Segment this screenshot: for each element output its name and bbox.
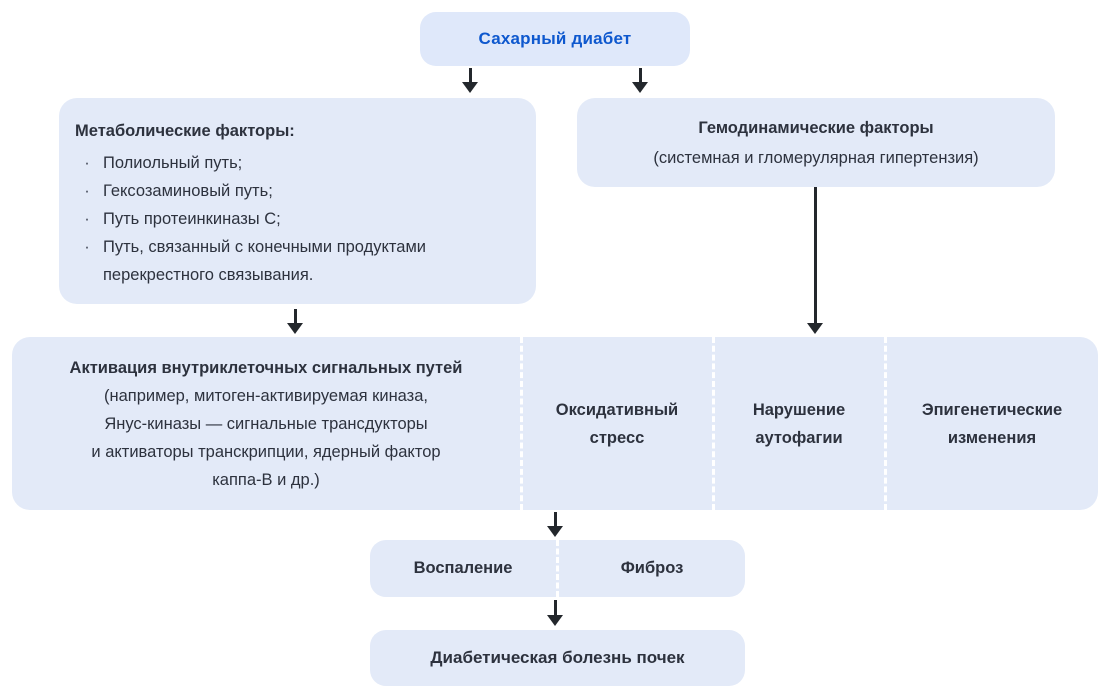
metabolic-title: Метаболические факторы: xyxy=(75,122,295,140)
section-epigenetic-changes: Эпигенетические изменения xyxy=(886,337,1098,510)
dashed-divider xyxy=(712,337,715,510)
signaling-desc-line: Янус-киназы — сигнальные трансдукторы xyxy=(104,414,428,433)
node-outcomes: Воспаление Фиброз xyxy=(370,540,745,597)
arrow-head-icon xyxy=(287,323,303,334)
signaling-desc-line: каппа-B и др.) xyxy=(212,470,320,489)
list-item-text: Путь протеинкиназы С; xyxy=(103,210,281,228)
bullet-icon: · xyxy=(84,210,90,228)
list-item: · Полиольный путь; xyxy=(83,149,518,177)
node-diabetes-label: Сахарный диабет xyxy=(478,29,632,48)
arrow-stem xyxy=(813,187,817,323)
arrow-stem xyxy=(468,68,472,82)
arrow-stem xyxy=(638,68,642,82)
bullet-icon: · xyxy=(84,182,90,200)
signaling-desc-line: (например, митоген-активируемая киназа, xyxy=(104,386,428,405)
arrow-outcomes-to-final xyxy=(547,600,563,626)
inflammation-label: Воспаление xyxy=(413,559,513,577)
list-item: · Путь протеинкиназы С; xyxy=(83,205,518,233)
section-oxidative-stress: Оксидативный стресс xyxy=(522,337,712,510)
arrow-head-icon xyxy=(807,323,823,334)
hemodynamic-subtitle: (системная и гломерулярная гипертензия) xyxy=(653,148,979,167)
arrow-stem xyxy=(293,309,297,323)
final-label: Диабетическая болезнь почек xyxy=(430,648,685,667)
list-item-text: Путь, связанный с конечными продуктами п… xyxy=(103,238,427,284)
arrow-head-icon xyxy=(462,82,478,93)
list-item: · Путь, связанный с конечными продуктами… xyxy=(83,233,518,289)
node-metabolic-factors: Метаболические факторы: · Полиольный пут… xyxy=(59,98,536,304)
arrow-diabetes-to-hemodynamic xyxy=(632,68,648,93)
epigenetic-label: Эпигенетические изменения xyxy=(921,400,1063,447)
arrow-hemodynamic-to-band xyxy=(807,187,823,334)
arrow-head-icon xyxy=(547,526,563,537)
dashed-divider xyxy=(520,337,523,510)
metabolic-list: · Полиольный путь; · Гексозаминовый путь… xyxy=(83,149,518,289)
bullet-icon: · xyxy=(84,154,90,172)
band-mechanisms: Активация внутриклеточных сигнальных пут… xyxy=(12,337,1098,510)
list-item-text: Полиольный путь; xyxy=(103,154,243,172)
signaling-title: Активация внутриклеточных сигнальных пут… xyxy=(69,358,463,377)
autophagy-label: Нарушение аутофагии xyxy=(752,400,846,447)
arrow-band-to-outcomes xyxy=(547,512,563,537)
list-item: · Гексозаминовый путь; xyxy=(83,177,518,205)
section-signaling-activation: Активация внутриклеточных сигнальных пут… xyxy=(12,337,520,510)
arrow-metabolic-to-band xyxy=(287,309,303,334)
arrow-diabetes-to-metabolic xyxy=(462,68,478,93)
node-diabetes: Сахарный диабет xyxy=(420,12,690,66)
dashed-divider xyxy=(884,337,887,510)
node-hemodynamic-factors: Гемодинамические факторы (системная и гл… xyxy=(577,98,1055,187)
arrow-head-icon xyxy=(632,82,648,93)
bullet-icon: · xyxy=(84,238,90,256)
node-diabetic-kidney-disease: Диабетическая болезнь почек xyxy=(370,630,745,686)
section-autophagy: Нарушение аутофагии xyxy=(714,337,884,510)
arrow-stem xyxy=(553,600,557,615)
hemodynamic-title: Гемодинамические факторы xyxy=(698,118,934,137)
fibrosis-label: Фиброз xyxy=(620,559,684,577)
dashed-divider xyxy=(556,540,559,597)
oxidative-stress-label: Оксидативный стресс xyxy=(555,400,679,447)
signaling-desc-line: и активаторы транскрипции, ядерный факто… xyxy=(91,442,441,461)
list-item-text: Гексозаминовый путь; xyxy=(103,182,273,200)
arrow-stem xyxy=(553,512,557,526)
arrow-head-icon xyxy=(547,615,563,626)
